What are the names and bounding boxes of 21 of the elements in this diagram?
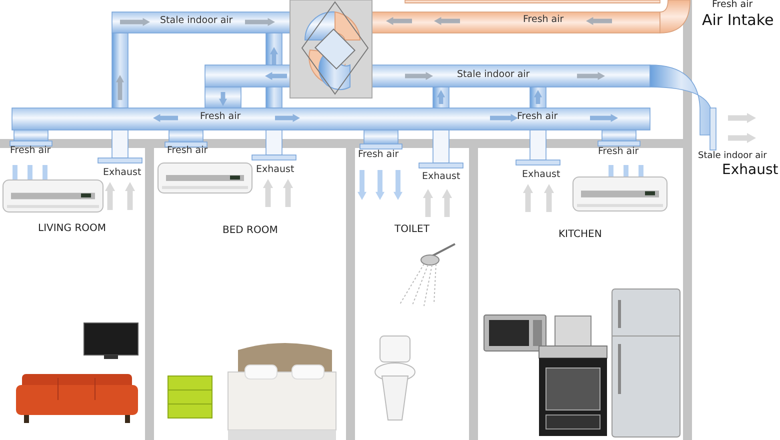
flow-label: Exhaust bbox=[256, 165, 294, 176]
flow-label: Fresh air bbox=[10, 146, 51, 156]
flow-label: Stale indoor air bbox=[457, 70, 530, 80]
section-heading: Air Intake bbox=[702, 12, 774, 28]
flow-label: Fresh air bbox=[712, 0, 753, 10]
flow-label: Fresh air bbox=[200, 112, 241, 122]
flow-label: Fresh air bbox=[517, 112, 558, 122]
flow-label: Stale indoor air bbox=[698, 152, 767, 162]
room-name: TOILET bbox=[394, 224, 430, 235]
flow-label: Fresh air bbox=[167, 146, 208, 156]
flow-label: Fresh air bbox=[598, 147, 639, 158]
room-name: KITCHEN bbox=[558, 229, 602, 240]
flow-label: Fresh air bbox=[358, 150, 399, 160]
section-heading: Exhaust bbox=[722, 163, 778, 178]
flow-label: Fresh air bbox=[523, 15, 564, 26]
flow-label: Exhaust bbox=[522, 170, 560, 180]
room-name: BED ROOM bbox=[222, 225, 278, 236]
flow-label: Stale indoor air bbox=[160, 16, 233, 26]
flow-label: Exhaust bbox=[422, 172, 460, 182]
flow-label: Exhaust bbox=[103, 168, 142, 178]
room-name: LIVING ROOM bbox=[38, 223, 106, 234]
